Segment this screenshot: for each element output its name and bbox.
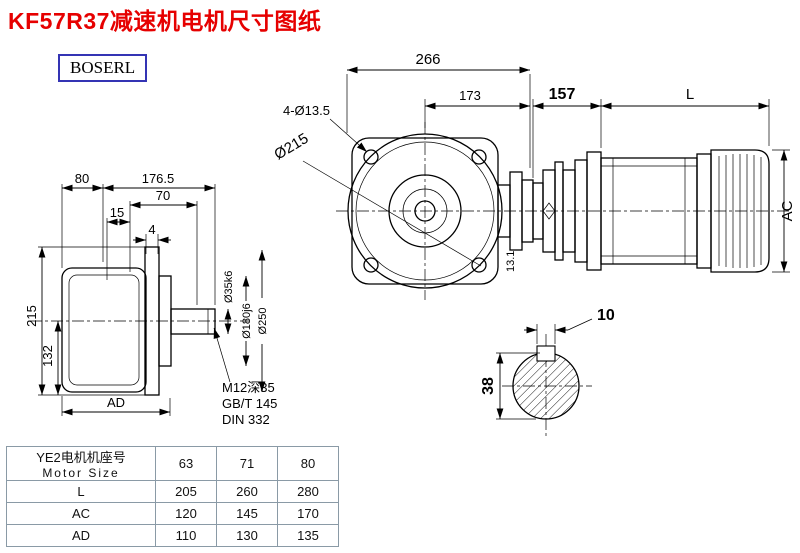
table-row: L 205 260 280 xyxy=(6,480,339,503)
dia-180-label: Ø180j6 xyxy=(241,303,253,338)
shaft-section-view: 10 38 xyxy=(480,307,615,438)
dim-215-label: 215 xyxy=(24,305,39,327)
page-title: KF57R37减速机电机尺寸图纸 xyxy=(8,8,322,34)
table-header-row: YE2电机机座号 Motor Size 63 71 80 xyxy=(6,446,339,481)
dim-157-label: 157 xyxy=(549,86,576,103)
table-row: AD 110 130 135 xyxy=(6,524,339,547)
dim-70-label: 70 xyxy=(156,188,170,203)
row-AC-val2: 170 xyxy=(277,502,339,525)
thread-note-label: M12深35 xyxy=(222,380,275,395)
dim-176-5-label: 176.5 xyxy=(142,171,175,186)
size-63: 63 xyxy=(155,446,217,481)
header-cn: YE2电机机座号 xyxy=(36,450,126,465)
row-L-val1: 260 xyxy=(216,480,278,503)
front-view: Ø215 13.1 266 173 4-Ø13.5 xyxy=(271,51,792,300)
row-L-name: L xyxy=(6,480,156,503)
dim-266-label: 266 xyxy=(415,51,440,68)
dia-250-label: Ø250 xyxy=(257,308,269,335)
row-L-val2: 280 xyxy=(277,480,339,503)
row-AC-val0: 120 xyxy=(155,502,217,525)
shaft-diamond-mark xyxy=(542,202,556,220)
motor-view: 157 L AC xyxy=(532,86,796,273)
dim-173-label: 173 xyxy=(459,88,481,103)
dia-215-label: Ø215 xyxy=(271,130,311,163)
row-AD-val2: 135 xyxy=(277,524,339,547)
size-71: 71 xyxy=(216,446,278,481)
table-row: AC 120 145 170 xyxy=(6,502,339,525)
row-AD-val1: 130 xyxy=(216,524,278,547)
table-header-cell: YE2电机机座号 Motor Size xyxy=(6,446,156,481)
row-AC-val1: 145 xyxy=(216,502,278,525)
dim-AD-label: AD xyxy=(107,395,125,410)
row-AC-name: AC xyxy=(6,502,156,525)
dim-13-1-label: 13.1 xyxy=(505,251,517,272)
size-80: 80 xyxy=(277,446,339,481)
dim-15-label: 15 xyxy=(110,205,124,220)
row-AD-val0: 110 xyxy=(155,524,217,547)
dim-L-label: L xyxy=(686,86,694,103)
row-L-val0: 205 xyxy=(155,480,217,503)
dim-4-label: 4 xyxy=(148,222,155,237)
side-view: 80 176.5 70 15 4 215 132 xyxy=(24,171,277,427)
row-AD-name: AD xyxy=(6,524,156,547)
keyway-slot xyxy=(536,345,556,362)
dia-35-label: Ø35k6 xyxy=(223,271,235,303)
dim-38-label: 38 xyxy=(480,377,497,395)
boserl-logo: BOSERL xyxy=(58,54,148,82)
bolt-holes-label: 4-Ø13.5 xyxy=(283,103,330,118)
std-note2-label: DIN 332 xyxy=(222,412,270,427)
motor-size-table: YE2电机机座号 Motor Size 63 71 80 L 205 260 2… xyxy=(6,446,339,547)
dim-80-label: 80 xyxy=(75,171,89,186)
dim-132-label: 132 xyxy=(40,345,55,367)
std-note1-label: GB/T 145 xyxy=(222,396,277,411)
dim-AC-label: AC xyxy=(779,200,796,221)
dim-10-label: 10 xyxy=(597,307,615,324)
header-en: Motor Size xyxy=(42,466,120,480)
